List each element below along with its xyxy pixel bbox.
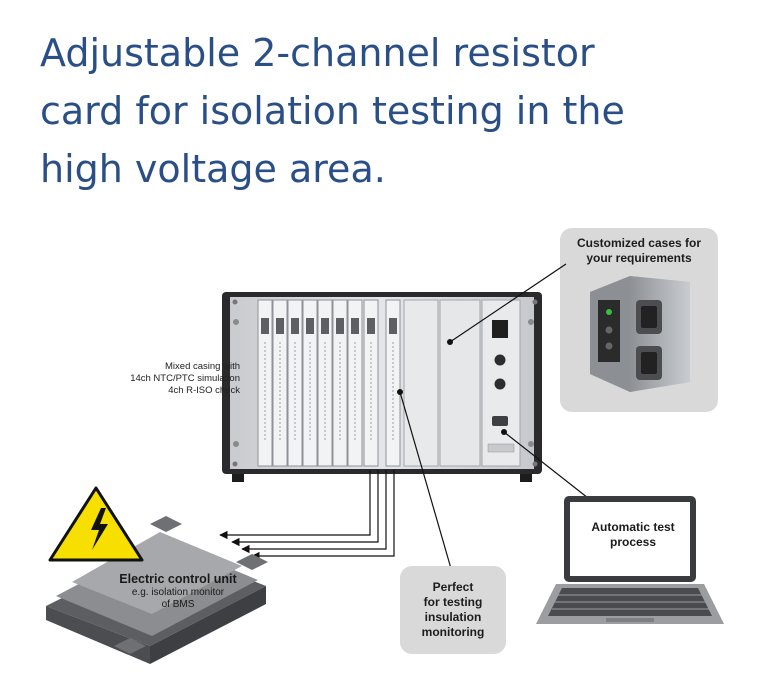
high-voltage-warning-icon — [48, 486, 144, 562]
ecu-subtitle-line: of BMS — [161, 599, 195, 610]
insulation-line: for testing — [423, 595, 483, 609]
casing-note-line: 4ch R-ISO check — [168, 385, 240, 396]
connector-dot — [397, 389, 403, 395]
ecu-subtitle-line: e.g. isolation monitor — [131, 587, 225, 598]
insulation-line: insulation — [424, 610, 482, 624]
connector-dot — [501, 429, 507, 435]
customized-cases-label: Customized cases for your requirements — [560, 236, 718, 266]
casing-note-line: 14ch NTC/PTC simulation — [130, 373, 240, 384]
laptop-screen-line: Automatic test — [591, 520, 675, 534]
insulation-line: Perfect — [432, 580, 474, 594]
connector-line — [503, 431, 589, 499]
customized-cases-line: Customized cases for — [576, 236, 702, 250]
cable-bundle — [219, 470, 395, 561]
laptop-icon — [536, 496, 724, 624]
title-line: high voltage area. — [40, 147, 386, 191]
insulation-callout: Perfect for testing insulation monitorin… — [400, 566, 506, 654]
casing-note-line: Mixed casing with — [165, 361, 240, 372]
title-line: Adjustable 2-channel resistor — [40, 31, 595, 75]
connector-dot — [447, 339, 453, 345]
title-line: card for isolation testing in the — [40, 89, 625, 133]
ecu-title: Electric control unit — [119, 572, 237, 586]
connector-line — [399, 391, 453, 573]
ecu-label: Electric control unit e.g. isolation mon… — [78, 572, 278, 611]
ecu-device-icon — [46, 516, 268, 664]
page-title: Adjustable 2-channel resistor card for i… — [40, 24, 740, 198]
laptop-screen-line: process — [609, 535, 657, 549]
rack-chassis — [222, 292, 542, 482]
insulation-line: monitoring — [421, 625, 485, 639]
customized-cases-line: your requirements — [586, 251, 692, 265]
laptop-screen-text: Automatic test process — [574, 520, 692, 550]
connector-line — [449, 263, 567, 343]
rack-case-icon — [590, 276, 690, 392]
casing-note: Mixed casing with 14ch NTC/PTC simulatio… — [82, 361, 240, 397]
